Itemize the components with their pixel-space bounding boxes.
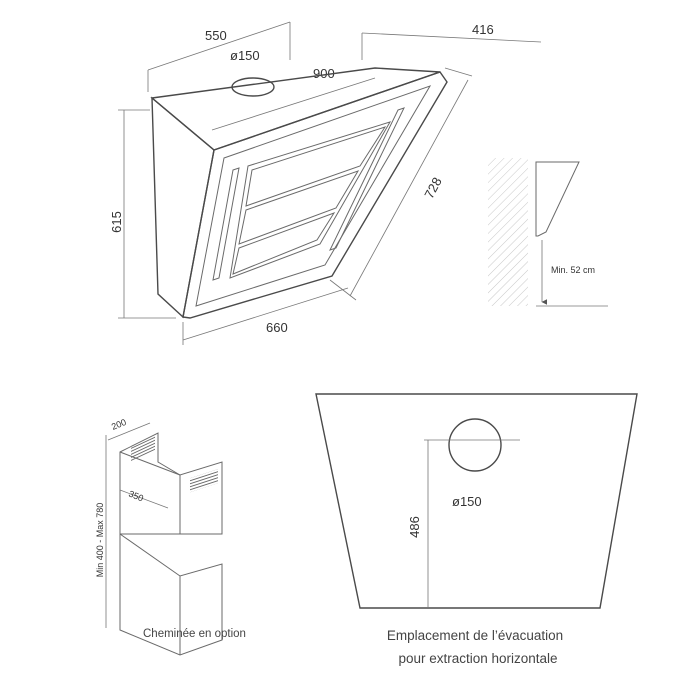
hood-glass-inner	[195, 85, 432, 307]
glass-label: 728	[421, 175, 444, 201]
min-height-label: Min. 52 cm	[551, 265, 595, 275]
chimney-upper-edge	[119, 451, 181, 534]
rear-outlet	[448, 418, 502, 472]
diagonal-dimension: 900	[211, 66, 376, 131]
diagonal-label: 900	[313, 66, 335, 81]
side-view: Min. 52 cm	[488, 158, 608, 307]
duct-diameter-label: ø150	[230, 48, 260, 63]
bottom-label: 660	[266, 320, 288, 335]
height-dimension: 615	[109, 109, 176, 319]
chimney-upper-side	[119, 432, 223, 535]
height-label: 615	[109, 211, 124, 233]
depth-dimension: 416	[361, 22, 542, 60]
bottom-dimension: 660	[182, 287, 349, 345]
duct-outlet	[231, 77, 275, 97]
outlet-diameter-label: ø150	[452, 494, 482, 509]
light-strip-right	[329, 107, 405, 251]
chimney-width-label: 350	[127, 489, 145, 504]
outlet-height-label: 486	[407, 516, 422, 538]
filter-panel-bottom	[232, 212, 336, 275]
light-strip-left	[212, 167, 240, 281]
rear-panel-outline	[315, 393, 638, 609]
hood-top-panel	[150, 67, 441, 151]
chimney-vent-right	[190, 469, 218, 493]
width-dimension: 550	[147, 21, 291, 92]
depth-label: 416	[472, 22, 494, 37]
filter-panel-top	[245, 126, 387, 207]
chimney-depth-label: 200	[110, 417, 128, 432]
hood-side-profile	[535, 161, 580, 237]
hood-back-panel	[151, 96, 215, 319]
main-hood-view: 550 416 900 ø150	[109, 21, 542, 345]
filter-frame-outer	[229, 121, 392, 279]
chimney-height-label: Min 400 - Max 780	[95, 503, 105, 578]
filter-panel-middle	[238, 170, 360, 245]
chimney-view: 200 350 Min 400 - Max 780 Cheminée en op…	[95, 417, 246, 656]
width-label: 550	[205, 28, 227, 43]
rear-view: 486 ø150 Emplacement de l’évacuation pou…	[315, 393, 638, 666]
wall-hatch	[488, 158, 528, 306]
hood-glass-front	[182, 71, 448, 319]
rear-caption-line2: pour extraction horizontale	[398, 651, 557, 666]
rear-caption-line1: Emplacement de l’évacuation	[387, 628, 563, 643]
chimney-caption: Cheminée en option	[143, 628, 246, 640]
chimney-vent-left	[131, 434, 155, 462]
